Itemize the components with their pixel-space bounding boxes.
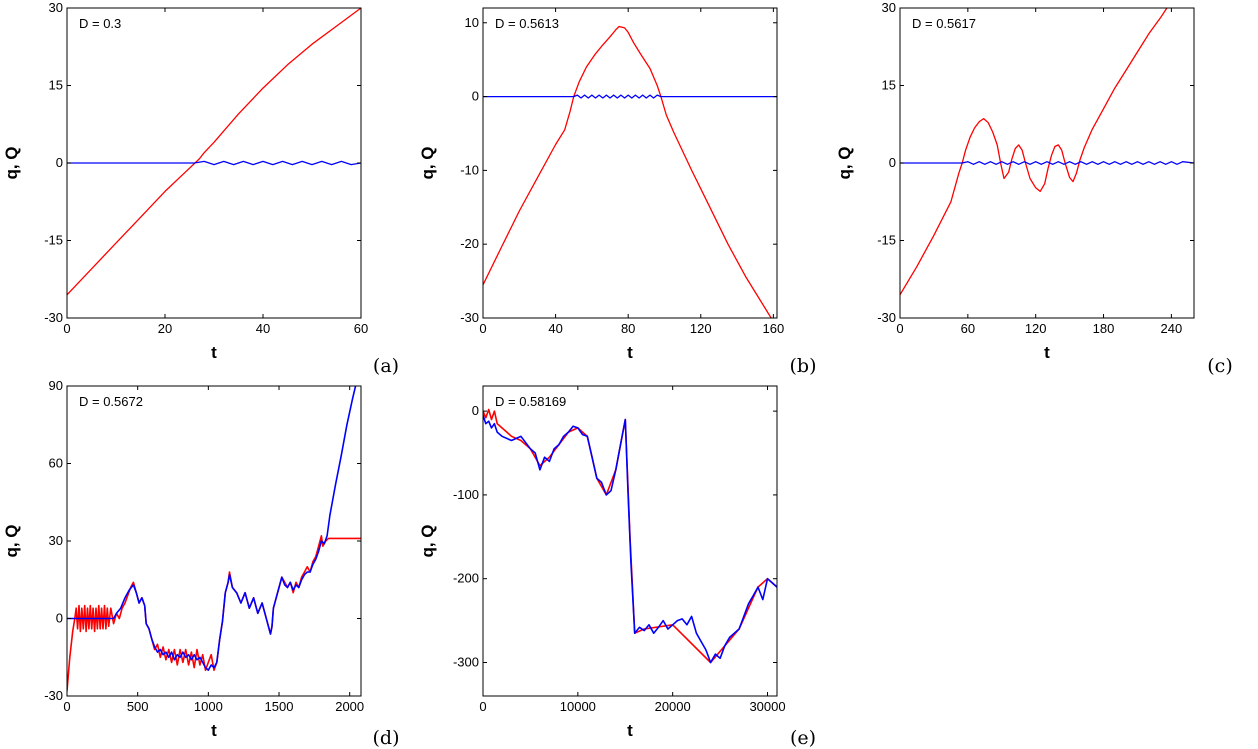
chart-panel-2: 0 40 80 120 160 -30 -20 -10 0 10 D = 0.5613 t q, Q (b… (418, 7, 817, 377)
series-line-Q (67, 386, 357, 671)
x-tick-label: 0 (896, 321, 903, 336)
y-tick-label: -20 (460, 236, 479, 251)
x-tick-label: 0 (63, 699, 70, 714)
annotation-d-value: D = 0.5617 (912, 16, 976, 31)
x-tick-label: 2000 (335, 699, 364, 714)
series-line-q (483, 25, 772, 318)
panel-label: (c) (1207, 355, 1232, 377)
annotation-d-value: D = 0.3 (79, 16, 121, 31)
series-line-q (900, 8, 1168, 296)
x-tick-label: 60 (961, 321, 975, 336)
y-tick-label: -30 (44, 688, 63, 703)
panel-label: (d) (373, 727, 400, 749)
panel-label: (a) (373, 355, 399, 377)
y-axis-title: q, Q (418, 146, 437, 179)
x-tick-label: 20000 (655, 699, 691, 714)
x-tick-label: 20 (158, 321, 172, 336)
x-tick-label: 40 (256, 321, 270, 336)
y-tick-label: -200 (453, 571, 479, 586)
x-tick-label: 30000 (749, 699, 785, 714)
y-tick-label: -30 (460, 310, 479, 325)
axes-frame (66, 385, 362, 697)
x-tick-label: 0 (63, 321, 70, 336)
y-tick-label: -30 (877, 310, 896, 325)
plot-area (67, 8, 361, 296)
y-tick-label: 15 (49, 78, 63, 93)
series-line-Q (483, 94, 777, 99)
x-tick-label: 1000 (194, 699, 223, 714)
plot-area (483, 408, 777, 664)
y-tick-label: 60 (49, 456, 63, 471)
x-axis-title: t (211, 721, 217, 740)
annotation-d-value: D = 0.5613 (495, 16, 559, 31)
x-tick-label: 0 (479, 321, 486, 336)
x-tick-label: 60 (354, 321, 368, 336)
y-tick-label: 30 (49, 0, 63, 15)
series-line-Q (67, 160, 361, 166)
y-tick-label: -300 (453, 654, 479, 669)
chart-panel-5: 0 10000 20000 30000 -300 -200 -100 0 D = 0.58169… (418, 385, 816, 749)
x-axis-title: t (211, 343, 217, 362)
y-axis-title: q, Q (418, 524, 437, 557)
annotation-d-value: D = 0.58169 (495, 394, 566, 409)
y-tick-label: 0 (56, 611, 63, 626)
x-axis-title: t (627, 721, 633, 740)
x-tick-label: 120 (1025, 321, 1047, 336)
y-tick-label: -15 (44, 233, 63, 248)
x-tick-label: 240 (1161, 321, 1183, 336)
x-tick-label: 180 (1093, 321, 1115, 336)
plot-area (900, 8, 1194, 296)
y-tick-label: 10 (465, 15, 479, 30)
y-tick-label: -10 (460, 162, 479, 177)
x-axis-title: t (627, 343, 633, 362)
axes-frame (482, 7, 778, 319)
y-tick-label: 90 (49, 378, 63, 393)
y-tick-label: 0 (472, 403, 479, 418)
y-tick-label: 0 (889, 155, 896, 170)
y-axis-title: q, Q (2, 524, 21, 557)
plot-area (483, 25, 777, 318)
panel-label: (e) (790, 727, 816, 749)
x-tick-label: 40 (548, 321, 562, 336)
series-line-Q (900, 161, 1194, 165)
plot-area (67, 386, 361, 692)
y-axis-title: q, Q (835, 146, 854, 179)
series-line-q (67, 8, 361, 296)
x-tick-label: 160 (763, 321, 785, 336)
chart-panel-3: 0 60 120 180 240 -30 -15 0 15 30 D = 0.5617 t q, Q (c… (835, 0, 1233, 377)
y-tick-label: 0 (472, 89, 479, 104)
x-tick-label: 1500 (265, 699, 294, 714)
y-tick-label: 30 (49, 533, 63, 548)
y-tick-label: 15 (882, 78, 896, 93)
x-tick-label: 120 (690, 321, 712, 336)
x-axis-title: t (1044, 343, 1050, 362)
chart-panel-1: 0 20 40 60 -30 -15 0 15 30 D = 0.3 t q, Q (a) (2, 0, 399, 377)
y-tick-label: -15 (877, 233, 896, 248)
y-tick-label: 30 (882, 0, 896, 15)
series-line-Q (483, 414, 777, 664)
axes-frame (482, 385, 778, 697)
panel-label: (b) (790, 355, 817, 377)
y-tick-label: -100 (453, 487, 479, 502)
y-tick-label: -30 (44, 310, 63, 325)
x-tick-label: 10000 (560, 699, 596, 714)
x-tick-label: 80 (621, 321, 635, 336)
x-tick-label: 0 (479, 699, 486, 714)
annotation-d-value: D = 0.5672 (79, 394, 143, 409)
y-tick-label: 0 (56, 155, 63, 170)
y-axis-title: q, Q (2, 146, 21, 179)
x-tick-label: 500 (127, 699, 149, 714)
